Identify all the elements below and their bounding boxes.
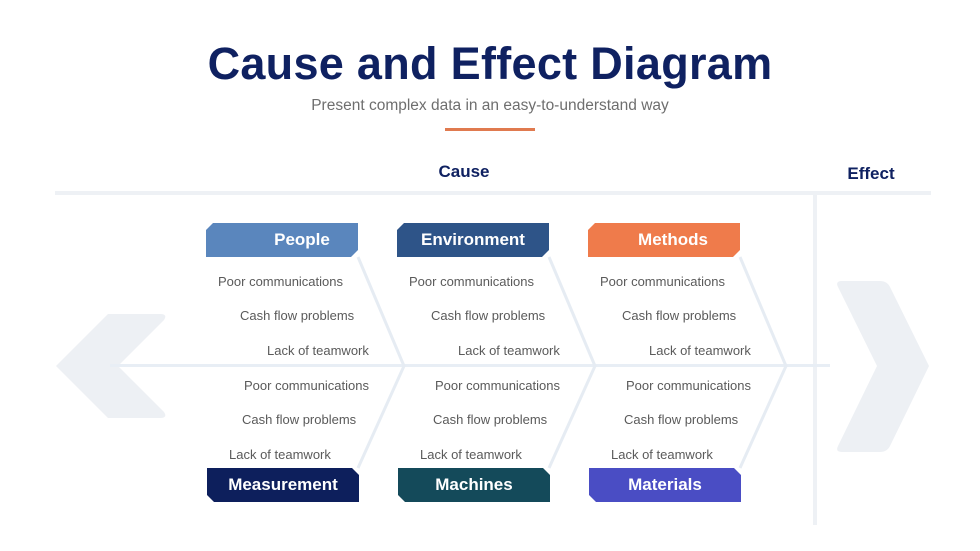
cause-item: Poor communications [626,378,751,393]
rib-bone-people [356,256,406,469]
cause-label: Cause [438,162,490,181]
cause-item: Lack of teamwork [420,447,522,462]
cause-item: Lack of teamwork [458,343,560,358]
cause-item: Cash flow problems [622,308,737,323]
category-header-environment: Environment [397,223,549,257]
cause-item: Lack of teamwork [649,343,751,358]
cause-item: Lack of teamwork [229,447,331,462]
cause-item: Poor communications [244,378,369,393]
cause-item: Lack of teamwork [267,343,369,358]
fishbone-spine [110,364,830,367]
cause-item: Cash flow problems [240,308,355,323]
category-header-machines: Machines [398,468,550,502]
effect-divider-line [813,195,817,525]
category-header-people: People [206,223,358,257]
cause-item: Poor communications [218,274,343,289]
cause-item: Cash flow problems [242,412,357,427]
head-chevron-icon [837,281,929,452]
cause-item: Cash flow problems [431,308,546,323]
page-title: Cause and Effect Diagram [207,38,773,89]
cause-item: Cash flow problems [433,412,548,427]
rib-bone-environment [547,256,597,469]
page-subtitle: Present complex data in an easy-to-under… [311,97,669,114]
cause-item: Lack of teamwork [611,447,713,462]
accent-divider [445,128,535,131]
cause-item: Cash flow problems [624,412,739,427]
effect-label: Effect [847,164,895,183]
cause-item: Poor communications [600,274,725,289]
cause-item: Poor communications [435,378,560,393]
category-header-methods: Methods [588,223,740,257]
cause-item: Poor communications [409,274,534,289]
header-divider-line [55,191,931,195]
category-header-measurement: Measurement [207,468,359,502]
rib-bone-methods [738,256,788,469]
category-header-materials: Materials [589,468,741,502]
